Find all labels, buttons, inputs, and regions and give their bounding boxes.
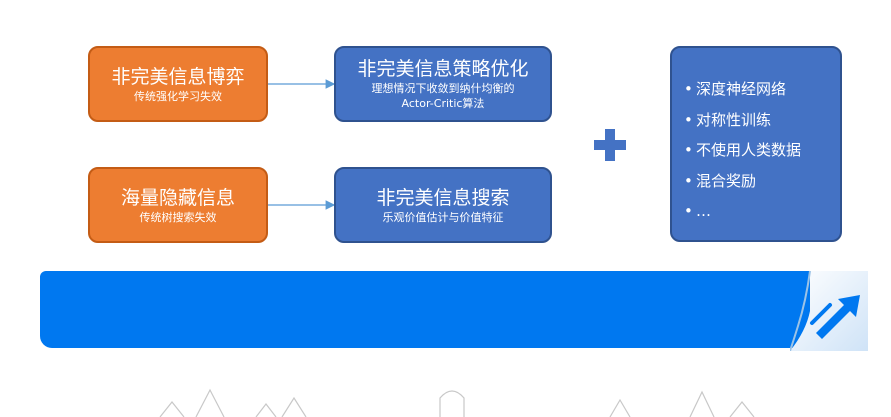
list-item: •不使用人类数据	[684, 141, 802, 159]
imperfect-info-search-box: 非完美信息搜索 乐观价值估计与价值特征	[334, 167, 552, 243]
list-item: •混合奖励	[684, 171, 757, 190]
box-subtitle: 乐观价值估计与价值特征	[382, 210, 504, 224]
list-item: •对称性训练	[684, 110, 772, 129]
blue-banner	[40, 271, 868, 348]
box-subtitle: 传统强化学习失效	[134, 89, 222, 103]
list-item: •深度神经网络	[684, 80, 787, 98]
box-title: 海量隐藏信息	[120, 186, 235, 209]
feature-label: …	[696, 202, 711, 220]
box-title: 非完美信息策略优化	[357, 58, 529, 80]
imperfect-info-game-box: 非完美信息博弈 传统强化学习失效	[88, 46, 268, 122]
feature-label: 不使用人类数据	[696, 141, 802, 159]
features-list: •深度神经网络 •对称性训练 •不使用人类数据 •混合奖励 •…	[684, 74, 840, 227]
plus-icon	[594, 129, 626, 161]
box-subtitle: 传统树搜索失效	[139, 210, 217, 224]
hidden-info-box: 海量隐藏信息 传统树搜索失效	[88, 167, 268, 243]
features-box: •深度神经网络 •对称性训练 •不使用人类数据 •混合奖励 •…	[670, 46, 842, 242]
box-subtitle-line1: 理想情况下收敛到纳什均衡的	[371, 82, 515, 95]
decorative-outlines	[159, 388, 755, 417]
policy-optimization-box: 非完美信息策略优化 理想情况下收敛到纳什均衡的 Actor-Critic算法	[334, 46, 552, 122]
arrow-logo-icon	[790, 271, 868, 351]
feature-label: 对称性训练	[696, 110, 772, 129]
box-title: 非完美信息搜索	[376, 186, 510, 209]
box-subtitle-line2: Actor-Critic算法	[401, 97, 485, 110]
feature-label: 深度神经网络	[696, 80, 787, 98]
list-item: •…	[684, 202, 711, 220]
box-title: 非完美信息博弈	[111, 65, 245, 88]
feature-label: 混合奖励	[696, 171, 757, 190]
